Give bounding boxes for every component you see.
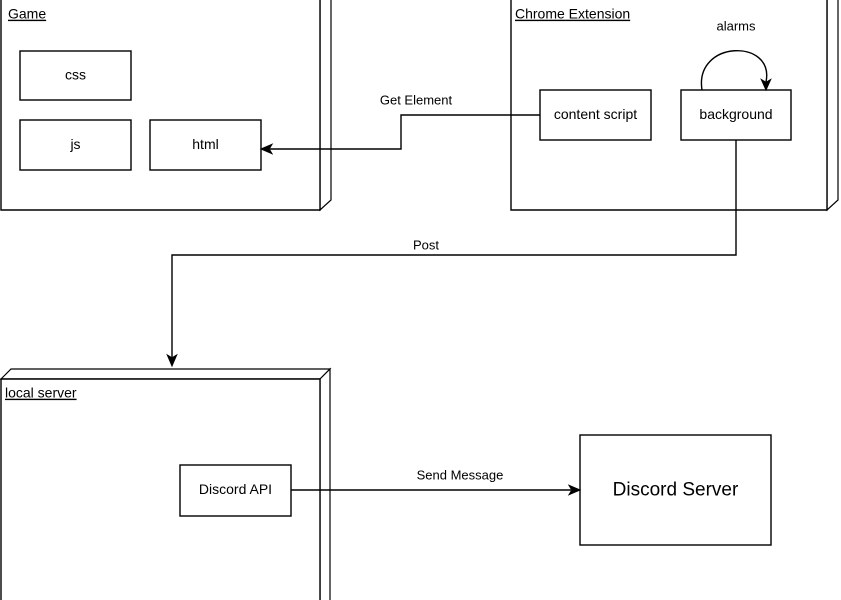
edge-send-message[interactable]: Send Message [291, 467, 582, 496]
container-title-chrome-extension: Chrome Extension [515, 6, 630, 22]
edge-post-label: Post [413, 237, 439, 252]
edge-send-message-label: Send Message [417, 467, 504, 482]
node-html-rect [149, 119, 262, 171]
node-discord-server[interactable]: Discord Server [579, 434, 772, 546]
edge-alarms-arrowhead [760, 78, 772, 92]
edge-post-path [171, 140, 737, 357]
edge-get-element-arrowhead [259, 143, 274, 155]
node-background-label: background [699, 106, 772, 122]
edge-send-message-arrowhead [567, 484, 582, 496]
node-content-script-label: content script [554, 106, 637, 122]
edge-post-arrowhead [166, 353, 178, 368]
local-server-container-face [0, 378, 321, 600]
edge-get-element[interactable]: Get Element [259, 92, 540, 155]
node-discord-api[interactable]: Discord API [179, 464, 292, 517]
node-content-script[interactable]: content script [539, 89, 652, 141]
container-game[interactable]: Game [0, 0, 332, 212]
node-background[interactable]: background [680, 89, 792, 141]
node-css[interactable]: css [19, 50, 132, 101]
edge-alarms[interactable]: alarms [700, 18, 772, 92]
node-content-script-rect [539, 89, 652, 141]
node-js-rect [19, 119, 132, 171]
edge-alarms-path [700, 50, 768, 91]
edge-post[interactable]: Post [166, 140, 737, 368]
game-container-face [0, 0, 321, 211]
node-discord-server-rect [579, 434, 772, 546]
node-discord-server-label: Discord Server [613, 480, 739, 501]
edge-get-element-label: Get Element [380, 92, 453, 107]
edge-get-element-path [270, 114, 540, 150]
node-html-label: html [192, 136, 218, 152]
container-title-game: Game [8, 6, 46, 22]
node-js-label: js [69, 136, 80, 152]
local-server-container-3d-side [319, 367, 331, 600]
node-css-label: css [65, 67, 86, 83]
edge-alarms-label: alarms [716, 18, 756, 33]
node-html[interactable]: html [149, 119, 262, 171]
game-container-3d-side [319, 0, 332, 212]
chrome-extension-container-3d-side [826, 0, 839, 212]
node-css-rect [19, 50, 132, 101]
local-server-container-3d-top [0, 368, 332, 380]
node-discord-api-label: Discord API [199, 481, 272, 497]
node-discord-api-rect [179, 464, 292, 517]
container-title-local-server: local server [5, 385, 77, 401]
node-js[interactable]: js [19, 119, 132, 171]
node-background-rect [680, 89, 792, 141]
container-local-server[interactable]: local server [0, 367, 332, 600]
